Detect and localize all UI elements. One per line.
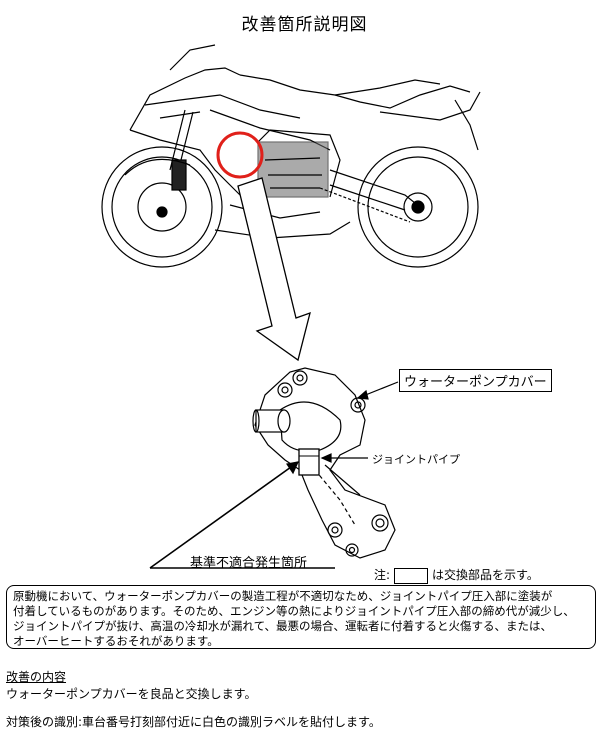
defect-line: 付着しているものがあります。そのため、エンジン等の熱によりジョイントパイプ圧入部… <box>13 604 575 618</box>
defect-line: 原動機において、ウォーターポンプカバーの製造工程が不適切なため、ジョイントパイプ… <box>13 589 553 603</box>
page-title: 改善箇所説明図 <box>241 15 368 35</box>
joint-pipe-part <box>298 448 320 476</box>
highlight-circle <box>216 131 264 179</box>
water-pump-cover-drawing <box>252 367 396 559</box>
pump-cover-label: ウォーターポンプカバー <box>399 369 552 392</box>
identification-text: 対策後の識別:車台番号打刻部付近に白色の識別ラベルを貼付します。 <box>6 715 381 729</box>
improvement-heading: 改善の内容 <box>6 670 67 684</box>
legend-swatch <box>394 567 429 584</box>
joint-pipe-label: ジョイントパイプ <box>372 453 460 466</box>
legend-suffix: は交換部品を示す。 <box>432 568 539 582</box>
defect-location-label: 基準不適合発生箇所 <box>190 556 308 571</box>
motorcycle-drawing <box>101 44 481 268</box>
defect-line: ジョイントパイプが抜け、高温の冷却水が漏れて、最悪の場合、運転者に付着すると火傷… <box>13 619 552 633</box>
legend-prefix: 注: <box>374 568 391 582</box>
pointer-arrow <box>237 177 311 362</box>
leader-lines <box>149 381 399 569</box>
defect-description-box: 原動機において、ウォーターポンプカバーの製造工程が不適切なため、ジョイントパイプ… <box>6 585 596 649</box>
legend-note: 注: は交換部品を示す。 <box>374 566 539 584</box>
defect-line: オーバーヒートするおそれがあります。 <box>13 634 219 648</box>
improvement-text: ウォーターポンプカバーを良品と交換します。 <box>6 687 257 701</box>
